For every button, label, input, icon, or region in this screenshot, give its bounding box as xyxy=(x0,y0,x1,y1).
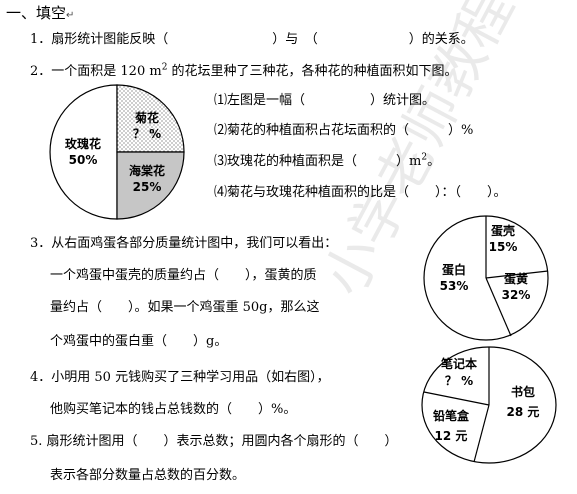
q5-line-1: 5. 扇形统计图用（ ）表示总数；用圆内各个扇形的（ ） xyxy=(30,434,398,449)
q2-sub-2: ⑵菊花的种植面积占花坛面积的（ ）% xyxy=(214,123,474,138)
egg-divider-bottom xyxy=(485,277,512,337)
egg-pie-chart: 蛋壳 15% 蛋白 53% 蛋黄 32% xyxy=(423,215,549,341)
chrysanthemum-slice xyxy=(116,84,185,153)
q4-line-2: 他购买笔记本的钱占总钱数的（ ）%。 xyxy=(50,402,297,417)
paragraph-mark-icon: ↵ xyxy=(66,10,75,21)
q3-line-2: 一个鸡蛋中蛋壳的质量约占（ ），蛋黄的质 xyxy=(50,268,317,283)
chrysanthemum-label: 菊花 xyxy=(134,110,159,125)
q4-line-1: 4．小明用 50 元钱购买了三种学习用品（如右图）， xyxy=(30,370,330,385)
pencil-box-value: 12 元 xyxy=(435,429,468,443)
white-label: 蛋白 xyxy=(442,262,466,277)
q3-line-3: 量约占（ ）。如果一个鸡蛋重 50g，那么这 xyxy=(50,300,320,315)
supplies-divider-bottom xyxy=(473,404,490,463)
q2-stem-b: 的花坛里种了三种花，各种花的种植面积如下图。 xyxy=(167,64,458,79)
q2-stem-sup: 2 xyxy=(161,62,168,73)
crabapple-label: 海棠花 xyxy=(129,163,165,178)
q2-sub-3-sup: 2 xyxy=(421,152,428,163)
yolk-label: 蛋黄 xyxy=(504,271,528,286)
q2-sub-3-b: 。 xyxy=(427,154,441,169)
pencil-box-label: 铅笔盒 xyxy=(432,408,470,423)
q2-sub-3: ⑶玫瑰花的种植面积是（ ）m2。 xyxy=(214,152,441,170)
q2-stem-a: 2．一个面积是 120 m xyxy=(30,64,162,79)
yolk-pct: 32% xyxy=(502,288,531,302)
notebook-label: 笔记本 xyxy=(441,356,477,371)
q2-sub-3-a: ⑶玫瑰花的种植面积是（ ）m xyxy=(214,154,422,169)
rose-pct: 50% xyxy=(69,153,98,167)
rose-slice xyxy=(49,84,118,220)
question-2-stem: 2．一个面积是 120 m2 的花坛里种了三种花，各种花的种植面积如下图。 xyxy=(30,62,458,80)
chrysanthemum-pct: ？ % xyxy=(133,127,161,141)
crabapple-slice xyxy=(116,151,185,220)
white-pct: 53% xyxy=(440,279,469,293)
notebook-pct: ？ % xyxy=(445,374,473,388)
bag-value: 28 元 xyxy=(507,405,540,419)
section-title-text: 一、填空 xyxy=(6,4,67,22)
egg-divider-right xyxy=(485,270,549,279)
section-title: 一、填空↵ xyxy=(6,5,74,24)
supplies-divider-left xyxy=(423,391,490,406)
q2-sub-4: ⑷菊花与玫瑰花种植面积的比是（ ）：（ ）。 xyxy=(214,185,507,200)
bag-label: 书包 xyxy=(511,384,535,399)
q3-line-4: 个鸡蛋中的蛋白重（ ）g。 xyxy=(50,334,228,349)
crabapple-pct: 25% xyxy=(133,180,162,194)
q3-line-1: 3．从右面鸡蛋各部分质量统计图中，我们可以看出： xyxy=(30,236,338,251)
shell-pct: 15% xyxy=(489,240,518,254)
rose-label: 玫瑰花 xyxy=(65,136,101,151)
supplies-pie-chart: 笔记本 ？ % 书包 28 元 铅笔盒 12 元 xyxy=(421,346,557,464)
flower-pie-chart: 玫瑰花 50% 菊花 ？ % 海棠花 25% xyxy=(49,84,185,220)
shell-label: 蛋壳 xyxy=(491,223,515,238)
question-1: 1．扇形统计图能反映（ ）与 （ ）的关系。 xyxy=(30,32,474,47)
q5-line-2: 表示各部分数量占总数的百分数。 xyxy=(50,468,246,483)
q2-sub-1: ⑴左图是一幅（ ）统计图。 xyxy=(214,93,436,108)
